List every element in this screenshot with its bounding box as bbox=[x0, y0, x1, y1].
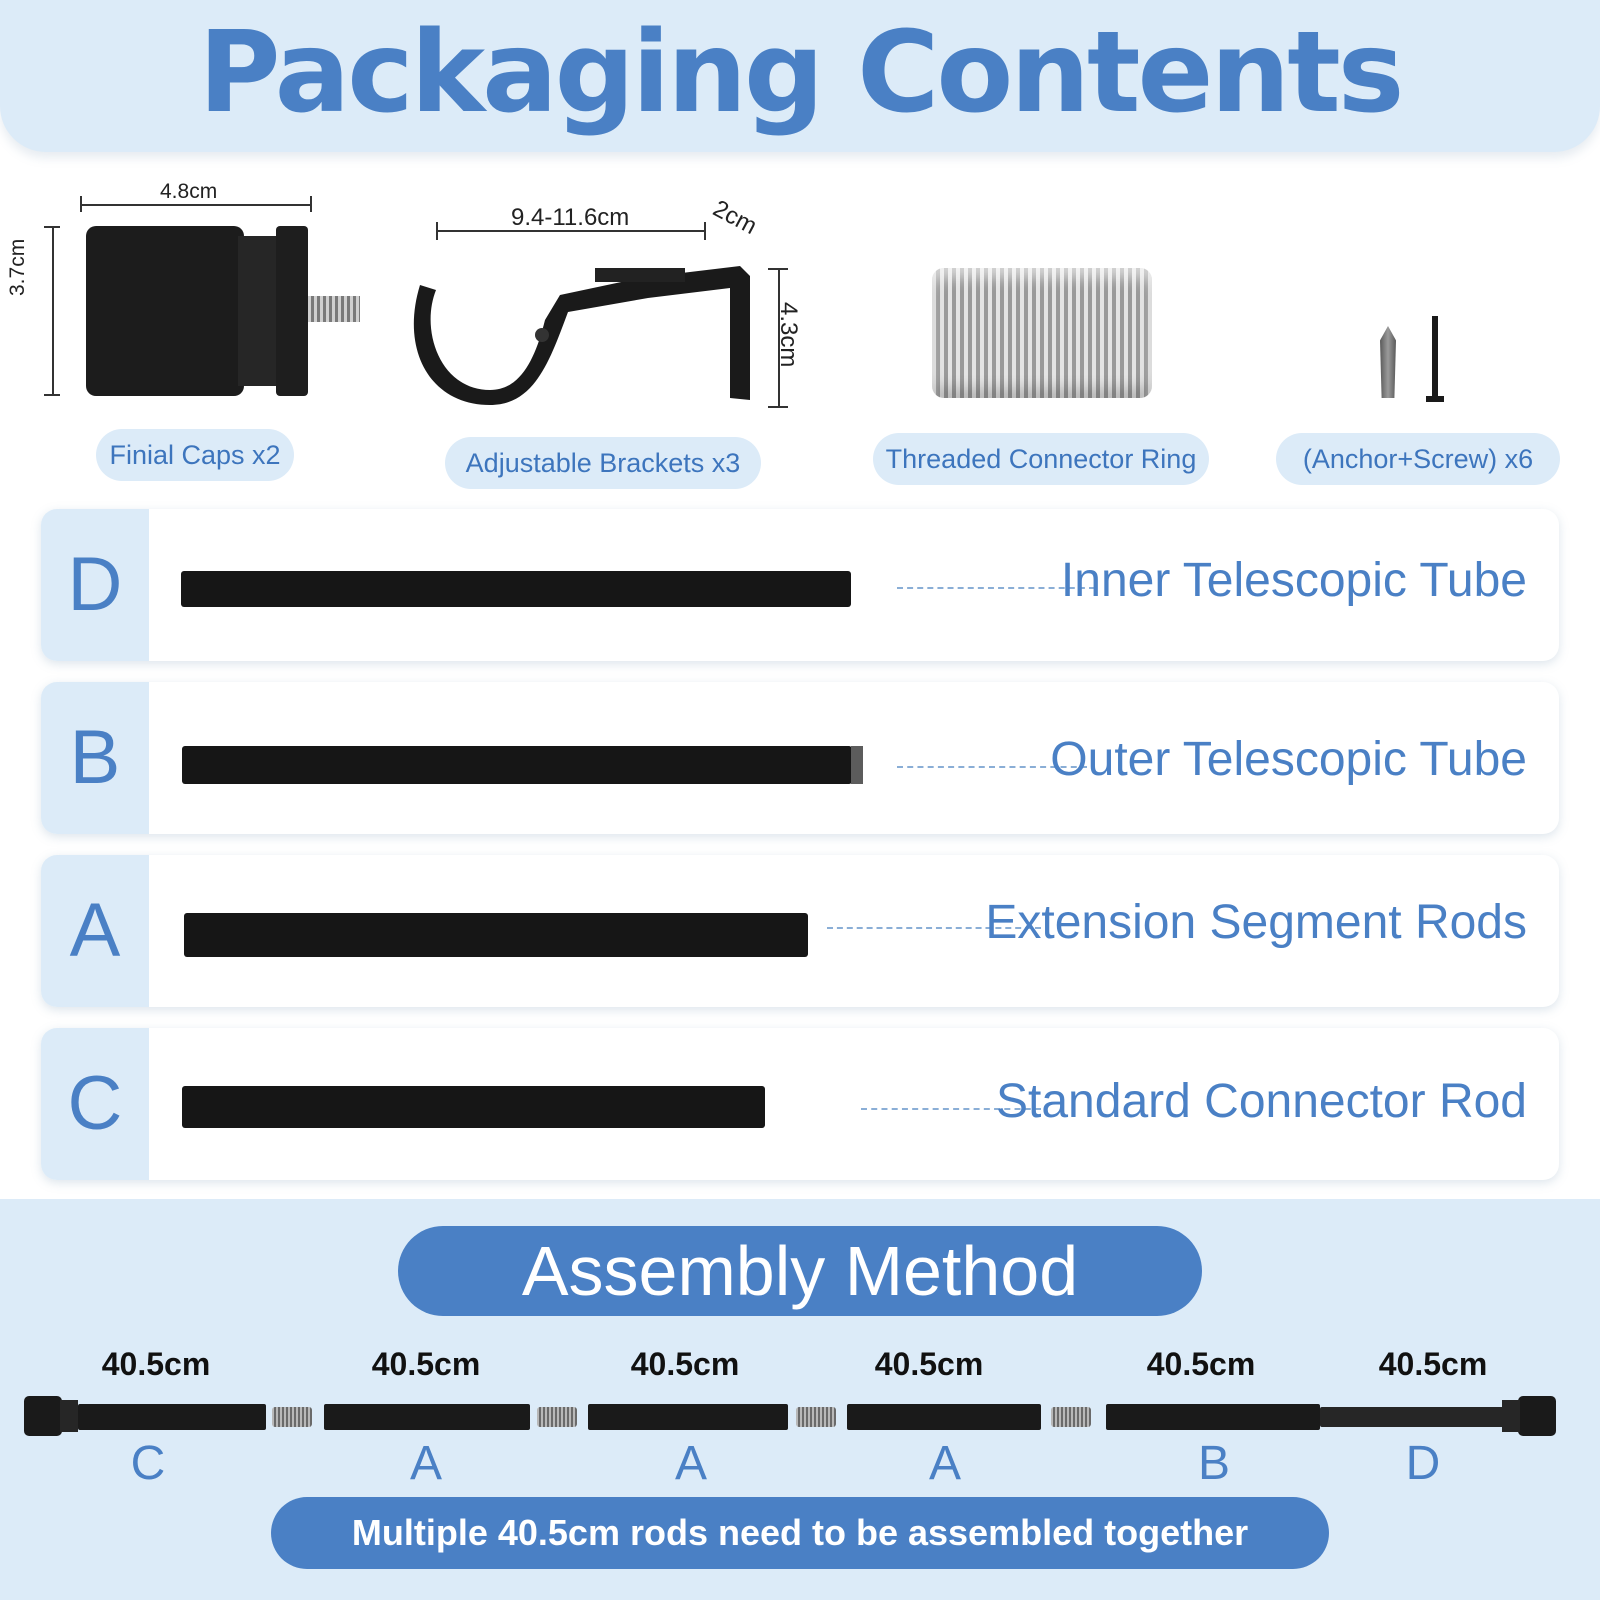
bracket-width-label: 9.4-11.6cm bbox=[511, 204, 630, 231]
segment-length: 40.5cm bbox=[874, 1346, 984, 1382]
item-label-anchor-screw: (Anchor+Screw) x6 bbox=[1276, 433, 1560, 485]
rod-letter: A bbox=[41, 855, 149, 1007]
connector-ring bbox=[1051, 1407, 1091, 1427]
rod-image bbox=[182, 746, 852, 784]
header-banner: Packaging Contents bbox=[0, 0, 1600, 152]
item-label-connector-ring: Threaded Connector Ring bbox=[873, 433, 1209, 485]
leader-line bbox=[897, 587, 1095, 589]
assembly-note: Multiple 40.5cm rods need to be assemble… bbox=[271, 1497, 1329, 1569]
rod-letter: B bbox=[41, 682, 149, 834]
rod-label: Standard Connector Rod bbox=[996, 1075, 1527, 1128]
connector-ring bbox=[272, 1407, 312, 1427]
rod-row-a: A Extension Segment Rods bbox=[41, 855, 1559, 1007]
page-title: Packaging Contents bbox=[198, 8, 1405, 138]
connector-ring-image bbox=[932, 268, 1152, 398]
segment-length: 40.5cm bbox=[371, 1346, 481, 1382]
rod-image bbox=[182, 1086, 765, 1128]
rod-label: Outer Telescopic Tube bbox=[1050, 733, 1527, 786]
segment-letter: D bbox=[1405, 1437, 1441, 1490]
bracket-image bbox=[400, 200, 820, 420]
segment-letter: B bbox=[1197, 1437, 1230, 1490]
segment-letter: A bbox=[928, 1437, 961, 1490]
item-label-brackets: Adjustable Brackets x3 bbox=[445, 437, 761, 489]
segment-length: 40.5cm bbox=[101, 1346, 211, 1382]
rod-label: Inner Telescopic Tube bbox=[1060, 554, 1527, 607]
rod-letter: C bbox=[41, 1028, 149, 1180]
item-label-finial-caps: Finial Caps x2 bbox=[96, 429, 294, 481]
leader-line bbox=[861, 1108, 1041, 1110]
rod-segment-b bbox=[1106, 1404, 1320, 1430]
rod-row-b: B Outer Telescopic Tube bbox=[41, 682, 1559, 834]
segment-letter: A bbox=[674, 1437, 707, 1490]
assembly-title: Assembly Method bbox=[398, 1226, 1202, 1316]
rod-label: Extension Segment Rods bbox=[985, 896, 1527, 949]
rod-segment-a bbox=[324, 1404, 530, 1430]
segment-length: 40.5cm bbox=[630, 1346, 740, 1382]
leader-line bbox=[827, 927, 1041, 929]
rod-segment-c bbox=[78, 1404, 266, 1430]
finial-cap-image bbox=[0, 180, 380, 420]
segment-letter: C bbox=[130, 1437, 166, 1490]
connector-ring bbox=[537, 1407, 577, 1427]
rod-segment-a bbox=[588, 1404, 788, 1430]
assembled-rod-image bbox=[0, 1390, 1600, 1440]
connector-ring bbox=[796, 1407, 836, 1427]
rod-segment-a bbox=[847, 1404, 1041, 1430]
rod-letter: D bbox=[41, 509, 149, 661]
segment-length: 40.5cm bbox=[1378, 1346, 1488, 1382]
finial-height-label: 3.7cm bbox=[6, 238, 29, 296]
bracket-height-label: 4.3cm bbox=[775, 302, 802, 368]
leader-line bbox=[897, 766, 1087, 768]
rod-row-d: D Inner Telescopic Tube bbox=[41, 509, 1559, 661]
segment-letter: A bbox=[409, 1437, 442, 1490]
rod-image bbox=[181, 571, 851, 607]
anchor-screw-image bbox=[1370, 316, 1470, 406]
rod-row-c: C Standard Connector Rod bbox=[41, 1028, 1559, 1180]
rod-segment-d bbox=[1320, 1407, 1504, 1427]
rod-image bbox=[184, 913, 808, 957]
segment-length: 40.5cm bbox=[1146, 1346, 1256, 1382]
finial-width-label: 4.8cm bbox=[160, 180, 218, 203]
